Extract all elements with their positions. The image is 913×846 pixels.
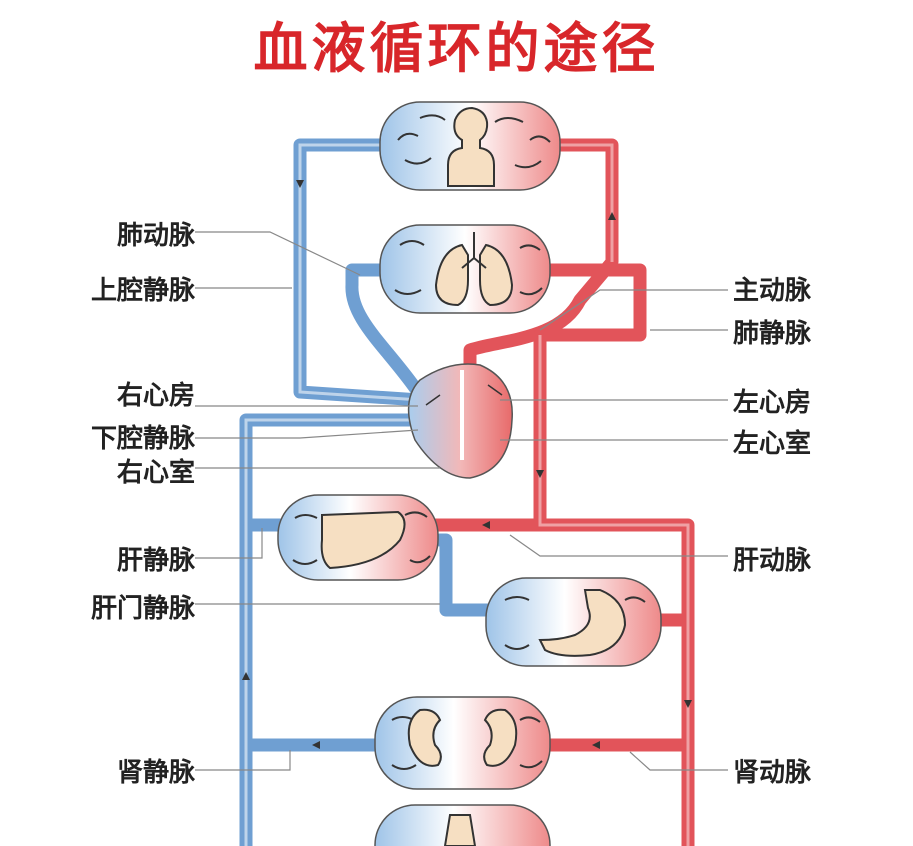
head-capillary-bed xyxy=(379,101,561,191)
flow-arrows xyxy=(242,180,692,749)
lung-capillary-bed xyxy=(379,224,551,314)
right-lung-icon xyxy=(479,243,514,307)
digestive-capillary-bed xyxy=(485,577,662,667)
diagram-title: 血液循环的途径 xyxy=(253,16,660,80)
label-renal-vein: 肾静脉 xyxy=(116,758,195,788)
label-pulmonary-artery: 肺动脉 xyxy=(116,221,195,251)
label-aorta: 主动脉 xyxy=(733,276,812,306)
liver-capillary-bed xyxy=(277,494,439,581)
arterial-vessels xyxy=(423,138,695,846)
human-bust-icon xyxy=(447,106,495,187)
label-renal-artery: 肾动脉 xyxy=(733,758,812,788)
label-superior-vena-cava: 上腔静脉 xyxy=(90,276,195,306)
kidney-capillary-bed xyxy=(374,696,551,790)
label-pulmonary-vein: 肺静脉 xyxy=(733,319,812,349)
label-hepatic-portal-vein: 肝门静脉 xyxy=(90,594,195,624)
stomach-icon xyxy=(538,589,627,657)
pelvis-icon xyxy=(443,814,477,846)
heart xyxy=(407,363,513,479)
label-hepatic-artery: 肝动脉 xyxy=(733,546,812,576)
label-inferior-vena-cava: 下腔静脉 xyxy=(90,424,195,454)
label-left-ventricle: 左心室 xyxy=(733,429,812,459)
label-hepatic-vein: 肝静脉 xyxy=(116,546,195,576)
label-right-ventricle: 右心室 xyxy=(116,458,195,488)
leader-lines xyxy=(195,231,728,771)
label-right-atrium: 右心房 xyxy=(116,381,195,411)
left-kidney-icon xyxy=(407,708,442,767)
liver-icon xyxy=(320,510,406,570)
label-left-atrium: 左心房 xyxy=(733,388,812,418)
lower-body-capillary-bed xyxy=(374,804,551,846)
left-lung-icon xyxy=(434,243,469,307)
right-kidney-icon xyxy=(483,708,518,767)
